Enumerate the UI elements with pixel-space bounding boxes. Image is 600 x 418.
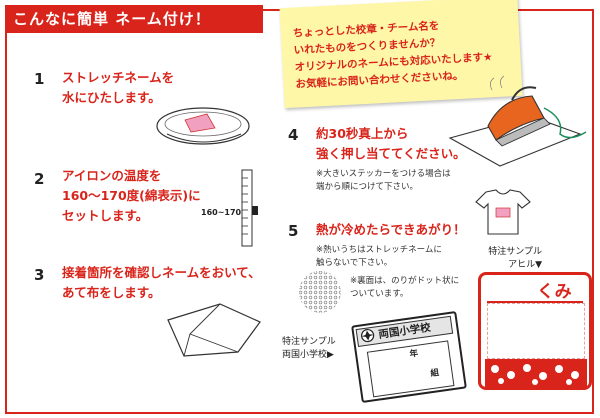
- step-5-back-note-line: ついています。: [350, 289, 409, 299]
- grade-label: 年: [409, 348, 419, 360]
- duck-name-tag: くみ: [478, 272, 592, 390]
- caption-line: アヒル▼: [508, 260, 542, 270]
- step-5-line: 熱が冷めたらできあがり！: [316, 222, 466, 237]
- step-2-number: 2: [34, 170, 45, 188]
- caption-line: 両国小学校▶: [282, 350, 334, 360]
- step-4-note: ※大きいステッカーをつける場合は 端から順につけて下さい。: [316, 168, 451, 194]
- step-4-line: 強く押し当ててください。: [316, 146, 466, 161]
- caption-line: 特注サンプル: [488, 247, 542, 257]
- step-3-text: 接着箇所を確認しネームをおいて、 あて布をします。: [62, 263, 261, 303]
- step-2-line: アイロンの温度を: [62, 168, 162, 183]
- sample-school-caption: 特注サンプル 両国小学校▶: [282, 334, 336, 360]
- temperature-label: 160~170: [201, 208, 242, 217]
- school-name-tag: 両国小学校 年 組: [351, 311, 467, 403]
- step-3-line: あて布をします。: [62, 285, 161, 300]
- step-3-line: 接着箇所を確認しネームをおいて、: [62, 265, 261, 280]
- temperature-dial-icon: [241, 169, 258, 247]
- sample-duck-caption: 特注サンプル アヒル▼: [480, 244, 542, 270]
- water-bowl-illustration: [156, 107, 250, 145]
- page-title: こんなに簡単 ネーム付け！: [5, 5, 263, 33]
- duck-tag-name: くみ: [537, 282, 572, 302]
- step-2-text: アイロンの温度を 160～170度(綿表示)に セットします。: [62, 166, 201, 226]
- step-4-note-line: 端から順につけて下さい。: [316, 182, 419, 192]
- step-1-text: ストレッチネームを 水にひたします。: [62, 68, 174, 108]
- step-5-note-line: ※熱いうちはストレッチネームに: [316, 245, 442, 255]
- step-4-note-line: ※大きいステッカーをつける場合は: [316, 169, 451, 179]
- step-5-number: 5: [288, 222, 299, 240]
- step-3-number: 3: [34, 266, 45, 284]
- dot-pattern-illustration: [299, 271, 341, 313]
- step-2-line: 160～170度(綿表示)に: [62, 188, 201, 203]
- iron-illustration: [448, 75, 587, 167]
- step-5-text: 熱が冷めたらできあがり！: [316, 220, 466, 240]
- caption-line: 特注サンプル: [282, 337, 336, 347]
- step-5-note: ※熱いうちはストレッチネームに 触らないで下さい。: [316, 244, 442, 270]
- step-4-line: 約30秒真上から: [316, 126, 409, 141]
- step-4-number: 4: [288, 126, 299, 144]
- step-4-text: 約30秒真上から 強く押し当ててください。: [316, 124, 466, 164]
- step-5-note-line: 触らないで下さい。: [316, 258, 393, 268]
- step-5-back-note: ※裏面は、のりがドット状に ついています。: [350, 275, 459, 301]
- step-1-line: 水にひたします。: [62, 90, 161, 105]
- step-1-number: 1: [34, 70, 45, 88]
- class-label: 組: [429, 368, 440, 380]
- duck-pattern-icon: [485, 359, 587, 387]
- tshirt-illustration: [475, 189, 531, 235]
- cloth-illustration: [167, 303, 261, 357]
- step-2-line: セットします。: [62, 208, 149, 223]
- step-1-line: ストレッチネームを: [62, 70, 175, 85]
- school-emblem-icon: [361, 328, 375, 343]
- step-5-back-note-line: ※裏面は、のりがドット状に: [350, 276, 460, 286]
